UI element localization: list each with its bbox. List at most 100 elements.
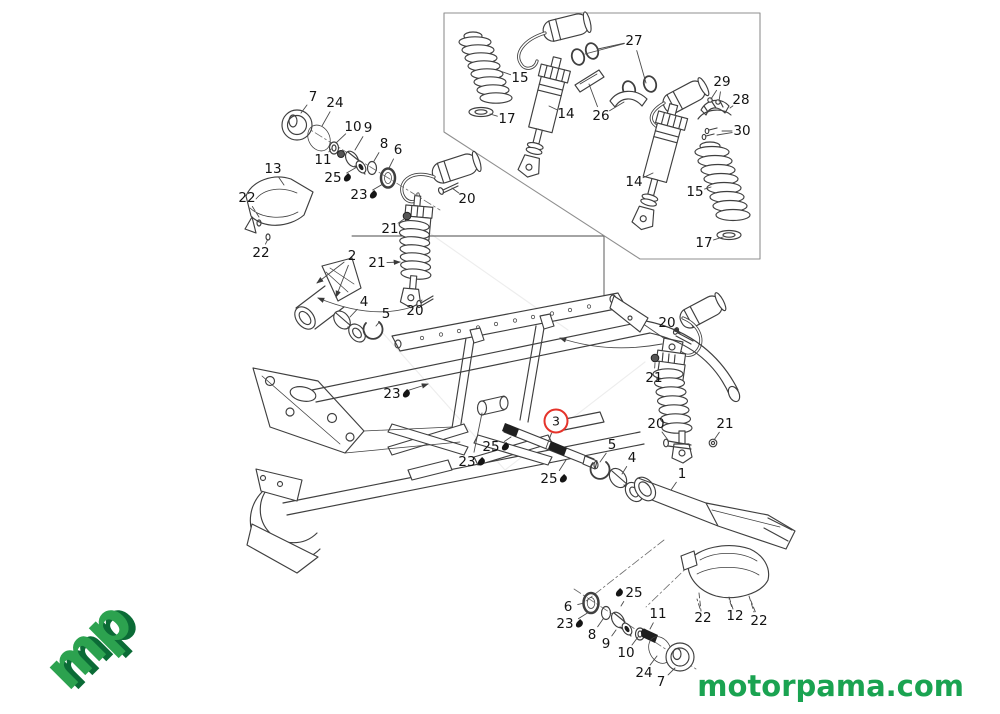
callout-5[interactable]: 5 — [608, 437, 617, 453]
leader-line — [397, 218, 405, 224]
callout-30[interactable]: 30 — [733, 123, 750, 139]
callout-2[interactable]: 2 — [348, 248, 357, 264]
callout-number: 23 — [556, 616, 574, 632]
callout-13[interactable]: 13 — [264, 161, 281, 177]
callout-number: 7 — [308, 89, 318, 105]
callout-23[interactable]: 23 — [350, 187, 379, 203]
callout-15[interactable]: 15 — [511, 70, 528, 86]
callout-8[interactable]: 8 — [380, 136, 389, 152]
callout-number: 5 — [381, 306, 391, 322]
leader-line — [503, 436, 512, 442]
callout-number: 28 — [732, 92, 750, 108]
leader-line — [577, 602, 585, 606]
nut-21-rear-upper — [650, 353, 660, 363]
callout-17[interactable]: 17 — [695, 235, 712, 251]
callout-8[interactable]: 8 — [588, 627, 597, 643]
callout-24[interactable]: 24 — [635, 665, 652, 681]
nut-21-front — [402, 211, 412, 221]
leader-line — [388, 158, 394, 169]
callout-25[interactable]: 25 — [614, 585, 643, 601]
callout-20[interactable]: 20 — [458, 191, 475, 207]
callout-6[interactable]: 6 — [394, 142, 403, 158]
callout-9[interactable]: 9 — [364, 120, 373, 136]
callout-22[interactable]: 22 — [694, 610, 711, 626]
callout-7[interactable]: 7 — [309, 89, 318, 105]
spring-seat-inset-left — [468, 106, 494, 118]
callout-22[interactable]: 22 — [750, 613, 767, 629]
callout-22[interactable]: 22 — [238, 190, 255, 206]
leader-line — [451, 187, 460, 194]
callout-3-highlighted[interactable]: 3 — [543, 408, 569, 434]
coil-spring-inset-right — [694, 141, 751, 222]
callout-21[interactable]: 21 — [381, 221, 398, 237]
callout-28[interactable]: 28 — [732, 92, 749, 108]
callout-number: 17 — [498, 111, 516, 127]
callout-24[interactable]: 24 — [326, 95, 343, 111]
callout-number: 22 — [238, 190, 256, 206]
callout-20[interactable]: 20 — [647, 416, 664, 432]
callout-number: 17 — [695, 235, 713, 251]
mount-leader-front — [317, 297, 413, 313]
leader-line — [489, 113, 498, 117]
callout-23[interactable]: 23 — [458, 454, 487, 470]
callout-number: 1 — [677, 466, 687, 482]
callout-21[interactable]: 21 — [368, 255, 385, 271]
leader-line — [710, 89, 718, 100]
callout-14[interactable]: 14 — [557, 106, 574, 122]
callout-17[interactable]: 17 — [498, 111, 515, 127]
callout-number: 10 — [617, 645, 635, 661]
callout-number: 13 — [264, 161, 282, 177]
circlip-left — [362, 321, 384, 340]
leader-line — [750, 600, 756, 613]
reservoir-inset-left — [517, 11, 592, 70]
callout-4[interactable]: 4 — [628, 450, 637, 466]
callout-number: 6 — [563, 599, 573, 615]
callout-6[interactable]: 6 — [564, 599, 573, 615]
callout-20[interactable]: 20 — [406, 303, 423, 319]
leader-line — [372, 183, 384, 191]
callout-number: 11 — [314, 152, 332, 168]
callout-15[interactable]: 15 — [686, 184, 703, 200]
leader-line — [558, 459, 567, 471]
callout-25[interactable]: 25 — [540, 471, 569, 487]
callout-11[interactable]: 11 — [314, 152, 331, 168]
leader-line — [661, 431, 669, 441]
callout-5[interactable]: 5 — [382, 306, 391, 322]
logo-text: mp — [31, 590, 144, 703]
leader-line — [609, 101, 625, 112]
callout-number: 29 — [713, 74, 731, 90]
callout-20[interactable]: 20 — [658, 315, 675, 331]
callout-14[interactable]: 14 — [625, 174, 642, 190]
callout-23[interactable]: 23 — [556, 616, 585, 632]
callout-12[interactable]: 12 — [726, 608, 743, 624]
callout-23[interactable]: 23 — [383, 386, 412, 402]
callout-22[interactable]: 22 — [252, 245, 269, 261]
callout-27[interactable]: 27 — [625, 33, 642, 49]
callout-26[interactable]: 26 — [592, 108, 609, 124]
callout-7[interactable]: 7 — [657, 674, 666, 690]
lubrication-droplet-icon — [368, 190, 379, 200]
callout-number: 9 — [363, 120, 373, 136]
callout-number: 8 — [379, 136, 389, 152]
callout-number: 22 — [252, 245, 270, 261]
callout-9[interactable]: 9 — [602, 636, 611, 652]
callout-number: 15 — [511, 70, 529, 86]
callout-number: 21 — [645, 370, 663, 386]
callout-29[interactable]: 29 — [713, 74, 730, 90]
callout-4[interactable]: 4 — [360, 294, 369, 310]
callout-10[interactable]: 10 — [344, 119, 361, 135]
callout-21[interactable]: 21 — [716, 416, 733, 432]
callout-1[interactable]: 1 — [678, 466, 687, 482]
leader-line — [729, 105, 734, 109]
callout-11[interactable]: 11 — [649, 606, 666, 622]
lower-parts-cluster — [573, 588, 697, 672]
callout-21[interactable]: 21 — [645, 370, 662, 386]
clamp-28-assembly — [697, 97, 732, 141]
rear-swing-arm — [585, 476, 796, 608]
bolt-20-front-bottom — [416, 295, 434, 309]
callout-10[interactable]: 10 — [617, 645, 634, 661]
callout-25[interactable]: 25 — [324, 170, 353, 186]
callout-number: 25 — [324, 170, 342, 186]
callout-25[interactable]: 25 — [482, 439, 511, 455]
